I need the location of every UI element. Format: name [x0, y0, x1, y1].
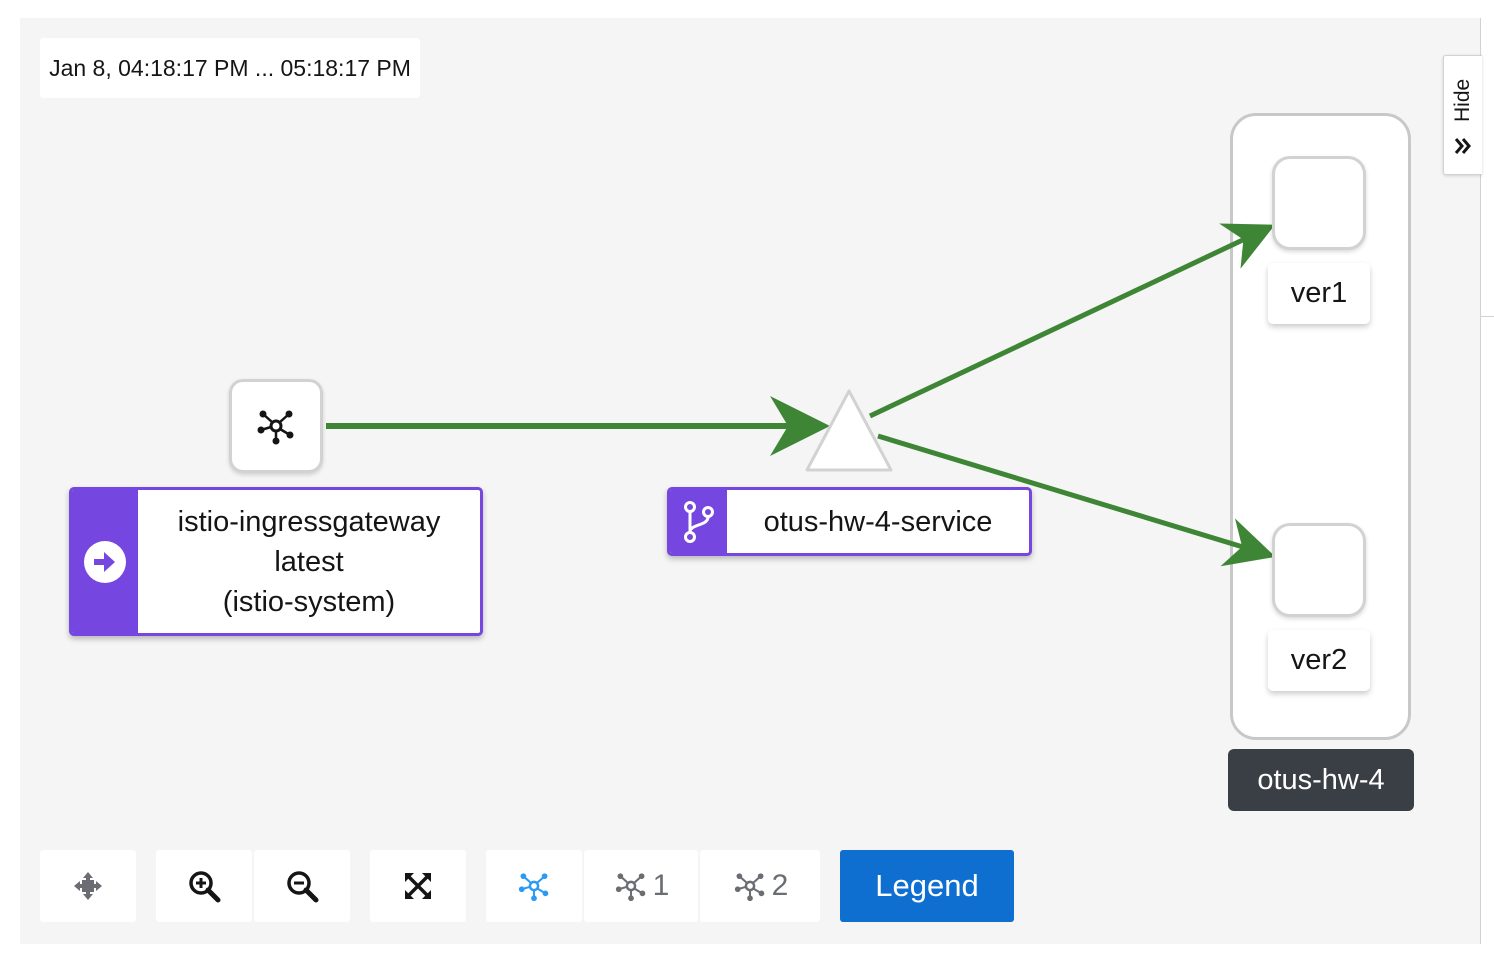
side-panel-edge: [1480, 18, 1494, 944]
legend-button[interactable]: Legend: [840, 850, 1014, 922]
service-node-triangle[interactable]: [805, 389, 893, 472]
zoom-in-button[interactable]: [156, 850, 252, 922]
service-name: otus-hw-4-service: [763, 505, 993, 538]
topology-icon: [734, 873, 764, 902]
edge-service-to-ver1[interactable]: [868, 223, 1276, 419]
service-badge: [670, 490, 727, 553]
service-label-card[interactable]: otus-hw-4-service: [667, 487, 1032, 556]
ver2-label[interactable]: ver2: [1268, 630, 1370, 691]
gateway-workload-node[interactable]: [229, 379, 323, 473]
gateway-name: istio-ingressgateway: [177, 505, 441, 538]
zoom-out-button[interactable]: [254, 850, 350, 922]
side-panel-divider: [1480, 316, 1494, 317]
move-arrows-icon: [74, 872, 102, 900]
fit-to-screen-button[interactable]: [370, 850, 466, 922]
code-branch-icon: [683, 500, 714, 543]
zoom-out-icon: [287, 871, 319, 903]
time-range-display: Jan 8, 04:18:17 PM ... 05:18:17 PM: [40, 38, 420, 98]
ver1-node[interactable]: [1272, 156, 1366, 250]
hide-panel-button[interactable]: Hide: [1443, 55, 1482, 175]
zoom-in-icon: [189, 871, 221, 903]
gateway-label-card[interactable]: istio-ingressgateway latest (istio-syste…: [69, 487, 483, 636]
expand-icon: [405, 873, 431, 899]
workload-topology-icon: [257, 410, 294, 445]
layout-1-button[interactable]: 1: [584, 850, 698, 922]
app-group-label[interactable]: otus-hw-4: [1228, 749, 1414, 811]
gateway-namespace: (istio-system): [222, 585, 396, 618]
layout-default-button[interactable]: [486, 850, 582, 922]
layout-2-label: 2: [771, 869, 789, 902]
gateway-badge: [72, 490, 138, 633]
ver2-node[interactable]: [1272, 523, 1366, 617]
gateway-version: latest: [274, 545, 344, 578]
double-chevron-right-icon: [1454, 138, 1471, 154]
ver1-label[interactable]: ver1: [1268, 263, 1370, 324]
layout-2-button[interactable]: 2: [700, 850, 820, 922]
layout-1-label: 1: [652, 869, 670, 902]
edge-service-to-ver2[interactable]: [877, 433, 1276, 567]
arrow-right-circle-icon: [84, 540, 126, 583]
topology-icon: [615, 873, 645, 902]
topology-icon: [518, 873, 549, 902]
pan-button[interactable]: [40, 850, 136, 922]
